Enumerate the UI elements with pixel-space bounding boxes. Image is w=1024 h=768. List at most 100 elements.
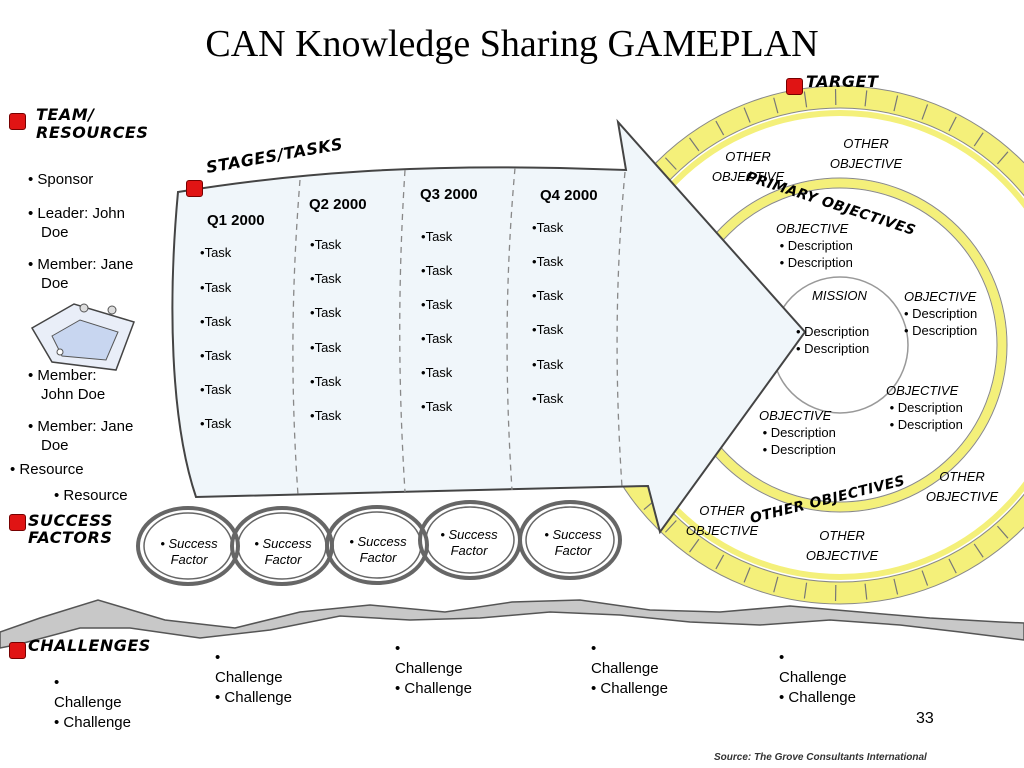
- ring-tick: [773, 97, 779, 114]
- ring-tick: [948, 116, 957, 132]
- objective-item-text: Description: [770, 442, 836, 457]
- team-member: Member: Jane: [28, 255, 133, 274]
- task-item: Task: [421, 365, 453, 380]
- challenge-text: Challenge: [395, 660, 463, 677]
- challenge-text: Challenge: [600, 680, 668, 697]
- footer-credit: Source: The Grove Consultants Internatio…: [714, 752, 927, 763]
- success-factor-text: Factor: [264, 552, 302, 567]
- ring-tick: [664, 157, 677, 170]
- team-member-text: John Doe: [41, 386, 106, 403]
- challenge-text: Challenge: [779, 669, 847, 686]
- other-objective-text: OBJECTIVE: [711, 169, 785, 184]
- success-bullet-icon: [9, 514, 26, 531]
- objective-block: OBJECTIVE • Description • Description: [904, 289, 978, 338]
- team-member-text: Doe: [41, 437, 69, 454]
- task-item: Task: [532, 322, 564, 337]
- other-objective-text: OBJECTIVE: [685, 523, 759, 538]
- other-objective: OTHER OBJECTIVE: [826, 134, 906, 174]
- quarter-label: Q3 2000: [420, 186, 478, 203]
- objective-block: OBJECTIVE • Description • Description: [776, 221, 853, 270]
- challenge-text: Challenge: [591, 660, 659, 677]
- quarter-label: Q4 2000: [540, 187, 598, 204]
- mission-items: • Description • Description: [796, 324, 870, 356]
- success-factor-text: Factor: [450, 543, 488, 558]
- success-heading-line: FACTORS: [28, 528, 113, 547]
- ring-tick: [715, 554, 725, 570]
- ring-tick: [689, 538, 700, 553]
- mission-item-text: Description: [804, 341, 870, 356]
- success-factor: • Success Factor: [538, 527, 608, 559]
- team-member: Member: Jane: [28, 417, 133, 436]
- target-label: TARGET: [806, 72, 879, 91]
- task-item: Task: [310, 237, 342, 252]
- task-item: Task: [421, 229, 453, 244]
- other-objective-text: OTHER: [819, 528, 865, 543]
- ring-tick: [864, 90, 868, 107]
- challenges-ridge: [0, 599, 1024, 649]
- objective-item-text: Description: [787, 238, 853, 253]
- objective-label: OBJECTIVE: [759, 408, 832, 423]
- objective-item-text: Description: [770, 425, 836, 440]
- ring-tick: [921, 104, 929, 120]
- task-item: Task: [532, 220, 564, 235]
- success-factor: • Success Factor: [436, 527, 502, 559]
- objective-item-text: Description: [912, 323, 978, 338]
- team-member-text: Member: Jane: [37, 418, 134, 435]
- challenges-bullet-icon: [9, 642, 26, 659]
- objective-label: OBJECTIVE: [904, 289, 977, 304]
- success-factor-text: Factor: [359, 550, 397, 565]
- ring-tick: [973, 543, 984, 558]
- team-heading: TEAM/ RESOURCES: [36, 106, 148, 142]
- success-factor: • Success Factor: [156, 536, 222, 568]
- task-item: Task: [532, 254, 564, 269]
- team-member: Member:: [28, 366, 96, 385]
- task-item: Task: [200, 280, 232, 295]
- team-member: Leader: John: [28, 204, 125, 223]
- success-factor-text: Factor: [554, 543, 592, 558]
- other-objective: OTHER OBJECTIVE: [708, 147, 788, 187]
- team-bullet-icon: [9, 113, 26, 130]
- other-objective-text: OTHER: [939, 469, 985, 484]
- mission-label: MISSION: [812, 288, 867, 303]
- objective-block: OBJECTIVE • Description • Description: [759, 408, 836, 457]
- task-item: Task: [310, 340, 342, 355]
- ring-tick: [948, 558, 957, 574]
- other-objective: OTHER OBJECTIVE: [680, 501, 764, 541]
- objective-item-text: Description: [912, 306, 978, 321]
- task-item: Task: [421, 331, 453, 346]
- ring-tick: [893, 95, 899, 112]
- success-factor-swirls: [136, 500, 622, 586]
- challenge-text: Challenge: [404, 680, 472, 697]
- other-objective-text: OBJECTIVE: [829, 156, 903, 171]
- task-item: Task: [310, 374, 342, 389]
- team-member-text: Doe: [41, 275, 69, 292]
- ring-tick: [743, 107, 751, 123]
- task-item: Task: [200, 245, 232, 260]
- success-factor-text: Success: [357, 534, 407, 549]
- success-factor-text: Success: [168, 536, 218, 551]
- quarter-dividers: [292, 167, 626, 496]
- team-heading-line: RESOURCES: [36, 123, 149, 142]
- quarter-label: Q1 2000: [207, 212, 265, 229]
- page-title: CAN Knowledge Sharing GAMEPLAN: [205, 23, 819, 65]
- ring-tick: [893, 578, 899, 595]
- challenge-group: Challenge • Challenge: [591, 639, 668, 699]
- mission-item-text: Description: [804, 324, 870, 339]
- challenge-text: Challenge: [224, 689, 292, 706]
- quarter-label: Q2 2000: [309, 196, 367, 213]
- resource-item: Resource: [10, 460, 83, 479]
- objective-block: OBJECTIVE • Description • Description: [886, 383, 963, 432]
- objective-label: OBJECTIVE: [886, 383, 959, 398]
- success-heading-line: SUCCESS: [28, 511, 113, 530]
- task-item: Task: [421, 263, 453, 278]
- task-item: Task: [310, 408, 342, 423]
- ring-tick: [664, 520, 677, 533]
- task-item: Task: [421, 399, 453, 414]
- success-factor-text: Factor: [170, 552, 208, 567]
- task-item: Task: [200, 348, 232, 363]
- task-item: Task: [532, 357, 564, 372]
- task-item: Task: [200, 314, 232, 329]
- task-item: Task: [310, 305, 342, 320]
- page-number: 33: [916, 710, 934, 727]
